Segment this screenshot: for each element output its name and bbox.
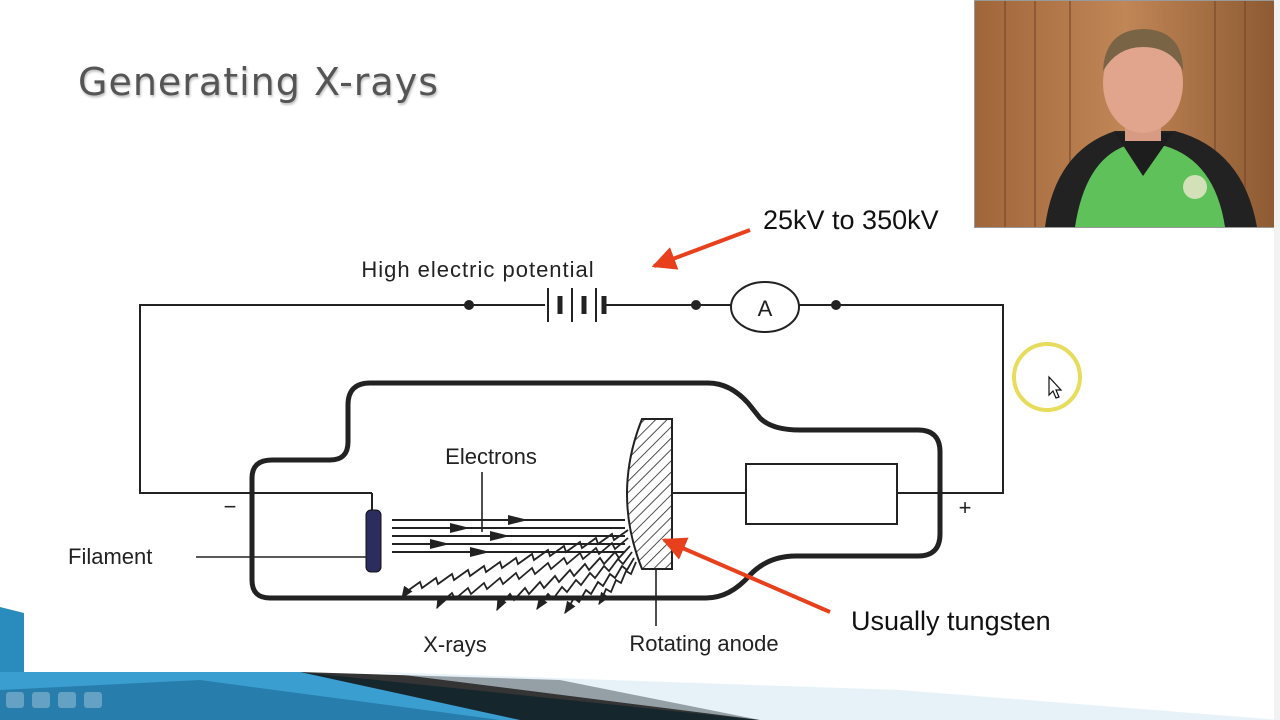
electrons-label: Electrons: [445, 444, 537, 469]
presenter-webcam: [974, 0, 1276, 228]
battery-icon: [547, 288, 607, 322]
xray-emission: [401, 529, 637, 615]
electron-arrow-icon: [470, 547, 490, 557]
slide-menu-icon[interactable]: [58, 692, 76, 708]
slide-nav-controls[interactable]: [6, 692, 116, 712]
anode-housing: [745, 463, 898, 525]
xray-wave: [496, 545, 631, 612]
electron-arrow-icon: [450, 523, 470, 533]
slide-title: Generating X-rays: [78, 60, 439, 104]
electron-arrow-icon: [490, 531, 510, 541]
prev-slide-icon[interactable]: [6, 692, 24, 708]
circuit-wire: [139, 304, 1004, 494]
ammeter: A: [730, 281, 800, 333]
ammeter-icon: [730, 281, 800, 333]
junction-dot: [831, 300, 841, 310]
filament-label: Filament: [68, 544, 152, 569]
right-edge-strip: [1274, 0, 1280, 720]
next-slide-icon[interactable]: [84, 692, 102, 708]
electron-arrow-icon: [508, 515, 528, 525]
junction-dot: [464, 300, 474, 310]
voltage-annotation: 25kV to 350kV: [763, 205, 939, 235]
pointer-highlight: [1012, 342, 1082, 412]
slide-footer-decoration: [0, 607, 1280, 720]
voltage-arrow: [651, 228, 751, 270]
xray-wave: [598, 561, 637, 606]
xray-wave: [401, 529, 629, 600]
xrays-label: X-rays: [423, 632, 487, 657]
xray-wave: [536, 551, 633, 611]
mouse-cursor-icon: [1048, 375, 1063, 399]
high-potential-label: High electric potential: [361, 257, 594, 282]
xray-wave: [436, 537, 629, 610]
anode-label: Rotating anode: [629, 631, 778, 656]
junction-dot: [691, 300, 701, 310]
anode-target: [626, 418, 673, 570]
presenter-video-icon: [975, 1, 1275, 227]
xray-wave: [564, 557, 635, 615]
pen-tool-icon[interactable]: [32, 692, 50, 708]
ammeter-label: A: [758, 296, 773, 321]
electron-arrow-icon: [430, 539, 450, 549]
xray-tube-envelope: [249, 380, 943, 601]
filament-icon: [365, 509, 382, 573]
tungsten-annotation: Usually tungsten: [851, 606, 1051, 636]
cathode-minus-label: −: [224, 494, 237, 519]
electron-arrowheads: [430, 515, 528, 557]
anode-plus-label: +: [959, 495, 972, 520]
tungsten-arrow: [661, 537, 831, 614]
